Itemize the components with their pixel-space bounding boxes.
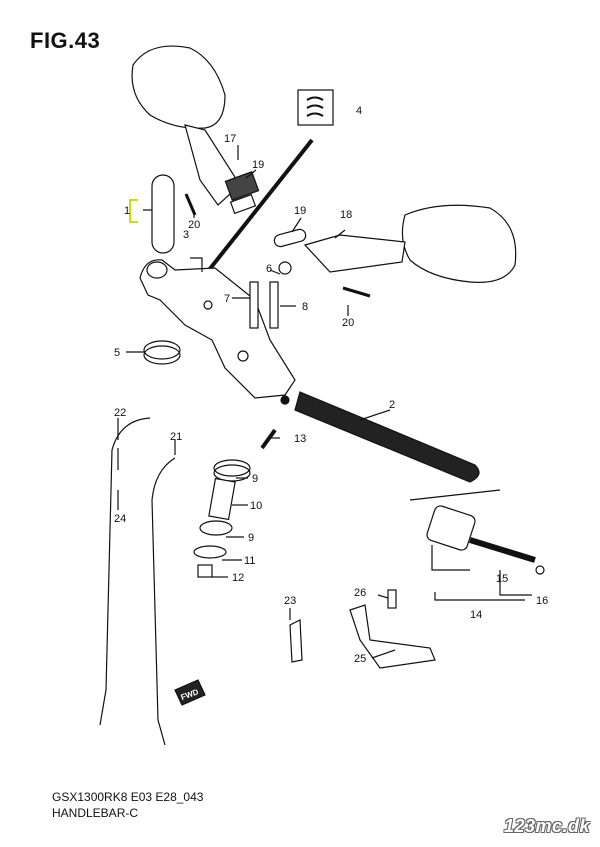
left-mirror-part-17[interactable] [131,45,260,215]
bracket-part-19[interactable] [273,228,307,248]
fwd-arrow-icon [174,679,206,706]
callout-3: 3 [183,229,189,241]
bolt-part-13[interactable] [260,428,277,450]
callout-21: 21 [170,431,182,443]
highlight-bracket [129,199,138,223]
bar-end-weight[interactable] [425,504,545,575]
emblem-part-4[interactable] [297,89,334,126]
callout-20b: 20 [342,317,354,329]
bolt-part-7[interactable] [249,281,259,329]
callout-25: 25 [354,653,366,665]
bracket-part-23[interactable] [289,619,303,663]
callout-19b: 19 [294,205,306,217]
bolt-part-8[interactable] [269,281,279,329]
callout-15: 15 [496,573,508,585]
callout-13: 13 [294,433,306,445]
cap-part-6[interactable] [278,261,292,275]
callout-5: 5 [114,347,120,359]
callout-16: 16 [536,595,548,607]
callout-10: 10 [250,500,262,512]
handlebar-holder[interactable] [139,259,296,405]
callout-9a: 9 [252,473,258,485]
callout-23: 23 [284,595,296,607]
throttle-cables[interactable] [99,417,176,746]
callout-22: 22 [114,407,126,419]
callout-7: 7 [224,293,230,305]
damper-stack[interactable] [193,459,251,578]
callout-18: 18 [340,209,352,221]
model-code: GSX1300RK8 E03 E28_043 [52,790,204,804]
emblem-pointer [203,138,314,277]
callout-14: 14 [470,609,482,621]
grip-part-1[interactable] [151,174,175,254]
ring-part-5[interactable] [143,340,181,360]
callout-11: 11 [244,555,255,567]
bolt-part-20-right[interactable] [342,286,371,298]
callout-12: 12 [232,572,244,584]
figure-title: FIG.43 [30,28,101,53]
bracket-part-25[interactable] [349,589,436,669]
callout-24: 24 [114,513,126,525]
callout-2: 2 [389,399,395,411]
callout-6: 6 [266,263,272,275]
callout-1: 1 [124,205,130,217]
callout-26: 26 [354,587,366,599]
callout-17: 17 [224,133,236,145]
callout-9b: 9 [248,532,254,544]
callout-8: 8 [302,301,308,313]
watermark-logo: 123mc.dk [503,816,590,836]
callout-4: 4 [356,105,362,117]
callout-19a: 19 [252,159,264,171]
handlebar-part-2[interactable] [294,391,480,483]
diagram-subtitle: HANDLEBAR-C [52,806,139,820]
right-mirror-part-18[interactable] [303,204,517,283]
callout-20a: 20 [188,219,200,231]
